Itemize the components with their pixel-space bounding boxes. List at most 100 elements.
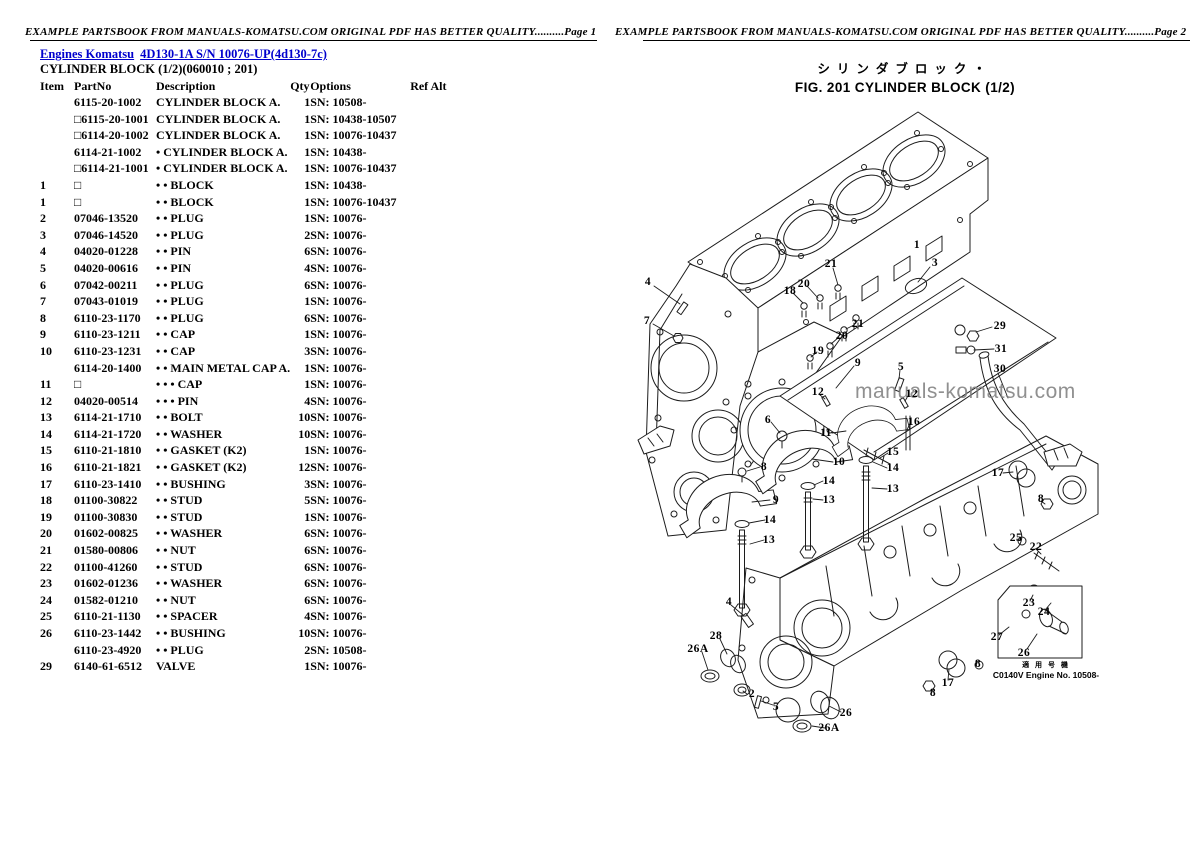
cell-part: 6110-21-1821 [74, 460, 142, 475]
cell-part: 6114-21-1720 [74, 426, 142, 441]
cell-item [40, 160, 74, 177]
cell-part: □6115-20-1001 [74, 111, 149, 126]
cell-desc: • CYLINDER BLOCK A. [156, 161, 288, 176]
cell-ref [410, 658, 470, 675]
cell-opt: SN: 10076- [310, 227, 367, 242]
cell-desc: • • PLUG [156, 227, 204, 242]
cell-part: 6114-20-1400 [74, 360, 142, 375]
cell-qty: 10 [298, 410, 311, 425]
diagram-callout: 6 [764, 414, 772, 426]
diagram-callout: 5 [897, 361, 905, 373]
cell-part: 6114-21-1710 [74, 410, 142, 425]
cell-qty: 6 [304, 526, 311, 541]
diagram-callout: 4 [725, 596, 733, 608]
cell-opt: SN: 10076- [310, 393, 367, 408]
diagram-callout: 26A [818, 722, 840, 734]
cell-qty: 1 [304, 144, 311, 159]
cell-desc: • • GASKET (K2) [156, 460, 247, 475]
cell-qty: 1 [304, 111, 311, 126]
cell-part: 07043-01019 [74, 294, 138, 309]
cell-opt: SN: 10076- [310, 260, 367, 275]
cell-item: 21 [40, 543, 52, 558]
diagram-callout: 27 [990, 631, 1004, 643]
cell-ref [410, 608, 470, 625]
breadcrumb-link-engines[interactable]: Engines Komatsu [40, 47, 135, 61]
cell-ref [410, 144, 470, 161]
diagram-callout: 11 [820, 427, 832, 439]
cell-desc: • • STUD [156, 559, 203, 574]
cell-desc: • • NUT [156, 592, 196, 607]
cell-qty: 1 [304, 509, 311, 524]
cell-desc: • • PIN [156, 260, 192, 275]
cell-item: 15 [40, 443, 52, 458]
cell-ref [410, 111, 470, 128]
figure-caption: 適 用 号 機 C0140V Engine No. 10508- [990, 660, 1102, 680]
diagram-callout: 19 [811, 345, 825, 357]
diagram-callout: 4 [644, 276, 652, 288]
col-refalt: Ref Alt [410, 78, 447, 93]
cell-part: 01100-30830 [74, 509, 138, 524]
cylinder-block-diagram: manuals-komatsu.com 適 用 号 機 C0140V Engin… [630, 100, 1190, 745]
cell-item: 5 [40, 260, 46, 275]
cell-desc: • • NUT [156, 543, 196, 558]
cell-desc: • • BOLT [156, 410, 203, 425]
cell-item: 23 [40, 576, 52, 591]
diagram-callout: 8 [1037, 493, 1045, 505]
cell-opt: SN: 10076- [310, 659, 367, 674]
diagram-callout: 12 [811, 386, 825, 398]
cell-opt: SN: 10076- [310, 509, 367, 524]
cell-desc: • • • CAP [156, 377, 203, 392]
cell-desc: • • CAP [156, 327, 196, 342]
diagram-callout: 14 [763, 514, 777, 526]
cell-opt: SN: 10076- [310, 360, 367, 375]
diagram-callout: 21 [824, 258, 838, 270]
col-options: Options [310, 78, 351, 93]
table-header-row: Item PartNo Description Qty Options Ref … [40, 78, 470, 94]
cell-opt: SN: 10076- [310, 426, 367, 441]
cell-ref [410, 559, 470, 576]
cell-desc: • • PLUG [156, 294, 204, 309]
cell-ref [410, 210, 470, 227]
cell-desc: • • PLUG [156, 211, 204, 226]
cell-desc: • • • PIN [156, 393, 199, 408]
cell-qty: 1 [304, 95, 311, 109]
cell-desc: CYLINDER BLOCK A. [156, 128, 281, 143]
cell-item: 26 [40, 626, 52, 640]
col-description: Description [156, 78, 216, 93]
cell-desc: • • BLOCK [156, 177, 214, 192]
cell-qty: 6 [304, 559, 311, 574]
figure-caption-english: C0140V Engine No. 10508- [992, 670, 1100, 680]
diagram-callout: 26 [839, 707, 853, 719]
cell-desc: • • STUD [156, 493, 203, 508]
cell-item: 29 [40, 659, 52, 674]
diagram-callout: 21 [851, 318, 865, 330]
cell-item: 22 [40, 559, 52, 574]
breadcrumb-link-model[interactable]: 4D130-1A S/N 10076-UP(4d130-7c) [140, 47, 327, 61]
cell-part: 04020-00514 [74, 393, 138, 408]
figure-title: FIG. 201 CYLINDER BLOCK (1/2) [794, 80, 1016, 95]
cell-item: 3 [40, 227, 46, 242]
diagram-callout: 22 [1029, 541, 1043, 553]
cell-qty: 1 [304, 327, 311, 342]
cell-item: 1 [40, 177, 46, 192]
cell-part: 01580-00806 [74, 543, 138, 558]
diagram-callout: 13 [822, 494, 836, 506]
diagram-callout: 8 [974, 658, 982, 670]
cylinder-block-illustration [637, 111, 1099, 733]
cell-item: 1 [40, 194, 46, 209]
cell-qty: 4 [304, 260, 311, 275]
diagram-callout: 29 [993, 320, 1007, 332]
cell-qty: 1 [304, 294, 311, 309]
cell-item [40, 144, 74, 161]
cell-ref [410, 509, 470, 526]
